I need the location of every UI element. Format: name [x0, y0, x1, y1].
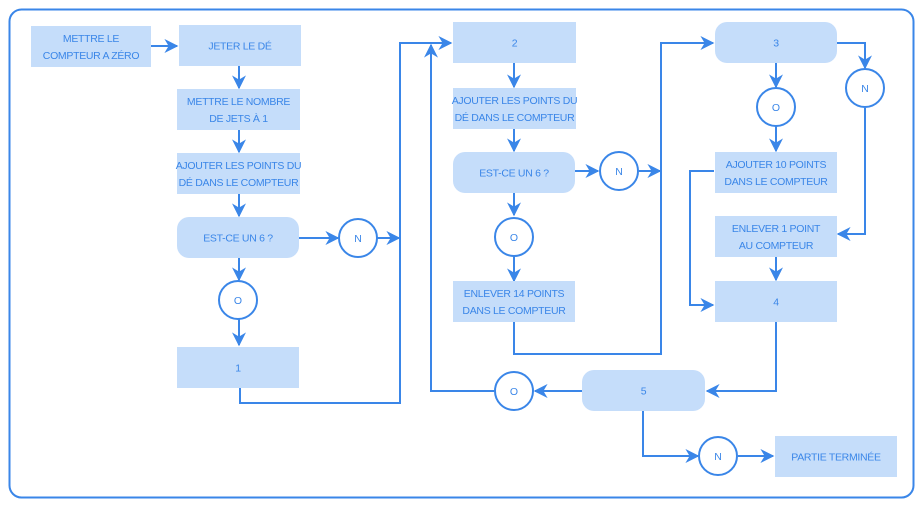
box-label-line: PARTIE TERMINÉE [791, 450, 881, 463]
node-step-3: 3 [715, 22, 837, 63]
box-label-line: ENLEVER 1 POINT [732, 223, 821, 235]
connector-label: N [615, 166, 623, 178]
box-label-line: 2 [512, 37, 518, 49]
node-yes-2: O [494, 217, 534, 257]
connector-circle [756, 87, 796, 127]
box-label-line: DANS LE COMPTEUR [462, 305, 566, 317]
box-label-line: 3 [773, 37, 779, 49]
node-remove-1: ENLEVER 1 POINT AU COMPTEUR [715, 216, 837, 257]
connector-label: N [354, 233, 362, 245]
process-box [179, 25, 301, 66]
box-label-line: 5 [641, 385, 647, 397]
box-label-line: METTRE LE NOMBRE [187, 96, 290, 108]
arrow-step-5-to-no-5 [642, 411, 700, 463]
process-box [453, 22, 576, 63]
process-box [177, 153, 300, 194]
box-label-line: AJOUTER LES POINTS DU [176, 160, 302, 172]
decision-box [453, 152, 575, 193]
arrow-step-4-to-step-5 [705, 322, 777, 398]
connector-circle [494, 371, 534, 411]
connector-label: N [714, 451, 722, 463]
process-box [715, 281, 837, 322]
line-remove-14-to-step-3 [513, 36, 715, 355]
line-step-1-to-step-2 [239, 36, 453, 404]
connector-label: N [861, 83, 869, 95]
process-box [715, 152, 837, 193]
process-box [31, 26, 151, 67]
node-yes-3: O [756, 87, 796, 127]
connector-label: O [234, 295, 242, 307]
box-label-line: 4 [773, 296, 779, 308]
node-add-points-1: AJOUTER LES POINTS DU DÉ DANS LE COMPTEUR [176, 153, 302, 194]
connector-circle [599, 151, 639, 191]
box-label-line: DANS LE COMPTEUR [724, 176, 828, 188]
connector-circle [218, 280, 258, 320]
decision-box [582, 370, 705, 411]
arrow-no-3-to-remove-1 [836, 108, 866, 241]
node-reset: METTRE LE COMPTEUR A ZÉRO [31, 26, 151, 67]
node-is-six-2: EST-CE UN 6 ? [453, 152, 575, 193]
node-no-2: N [599, 151, 639, 191]
connector-label: O [772, 102, 780, 114]
box-label-line: AJOUTER LES POINTS DU [452, 95, 578, 107]
process-box [775, 436, 897, 477]
node-yes-1: O [218, 280, 258, 320]
connector-circle [494, 217, 534, 257]
node-roll: JETER LE DÉ [179, 25, 301, 66]
node-game-over: PARTIE TERMINÉE [775, 436, 897, 477]
node-step-5: 5 [582, 370, 705, 411]
node-is-six-1: EST-CE UN 6 ? [177, 217, 299, 258]
node-add-points-2: AJOUTER LES POINTS DU DÉ DANS LE COMPTEUR [452, 88, 578, 129]
box-label-line: AJOUTER 10 POINTS [726, 159, 827, 171]
node-no-3: N [845, 68, 885, 108]
box-label-line: COMPTEUR A ZÉRO [43, 49, 140, 62]
box-label-line: EST-CE UN 6 ? [479, 167, 549, 179]
line-yes-5-to-step-2 [424, 43, 494, 392]
box-label-line: DÉ DANS LE COMPTEUR [455, 111, 575, 124]
process-box [453, 281, 575, 322]
node-set-rolls: METTRE LE NOMBRE DE JETS À 1 [177, 89, 300, 130]
box-label-line: 1 [235, 362, 241, 374]
process-box [177, 89, 300, 130]
connector-circle [698, 436, 738, 476]
process-box [177, 347, 299, 388]
node-yes-5: O [494, 371, 534, 411]
connector-label: O [510, 386, 518, 398]
decision-box [715, 22, 837, 63]
line-add-10-to-step-4 [689, 170, 715, 312]
node-step-4: 4 [715, 281, 837, 322]
box-label-line: EST-CE UN 6 ? [203, 232, 273, 244]
box-label-line: DE JETS À 1 [209, 112, 268, 125]
connector-circle [338, 218, 378, 258]
box-label-line: AU COMPTEUR [739, 240, 814, 252]
node-no-1: N [338, 218, 378, 258]
process-box [715, 216, 837, 257]
arrow-step-3-to-no-3 [837, 42, 872, 70]
node-step-2: 2 [453, 22, 576, 63]
box-label-line: DÉ DANS LE COMPTEUR [179, 176, 299, 189]
node-add-10: AJOUTER 10 POINTS DANS LE COMPTEUR [715, 152, 837, 193]
outer-frame [8, 8, 915, 499]
box-label-line: ENLEVER 14 POINTS [464, 288, 565, 300]
node-remove-14: ENLEVER 14 POINTS DANS LE COMPTEUR [453, 281, 575, 322]
box-label-line: JETER LE DÉ [208, 39, 272, 52]
decision-box [177, 217, 299, 258]
node-step-1: 1 [177, 347, 299, 388]
connector-circle [845, 68, 885, 108]
node-no-5: N [698, 436, 738, 476]
process-box [453, 88, 576, 129]
box-label-line: METTRE LE [63, 33, 120, 45]
connector-label: O [510, 232, 518, 244]
